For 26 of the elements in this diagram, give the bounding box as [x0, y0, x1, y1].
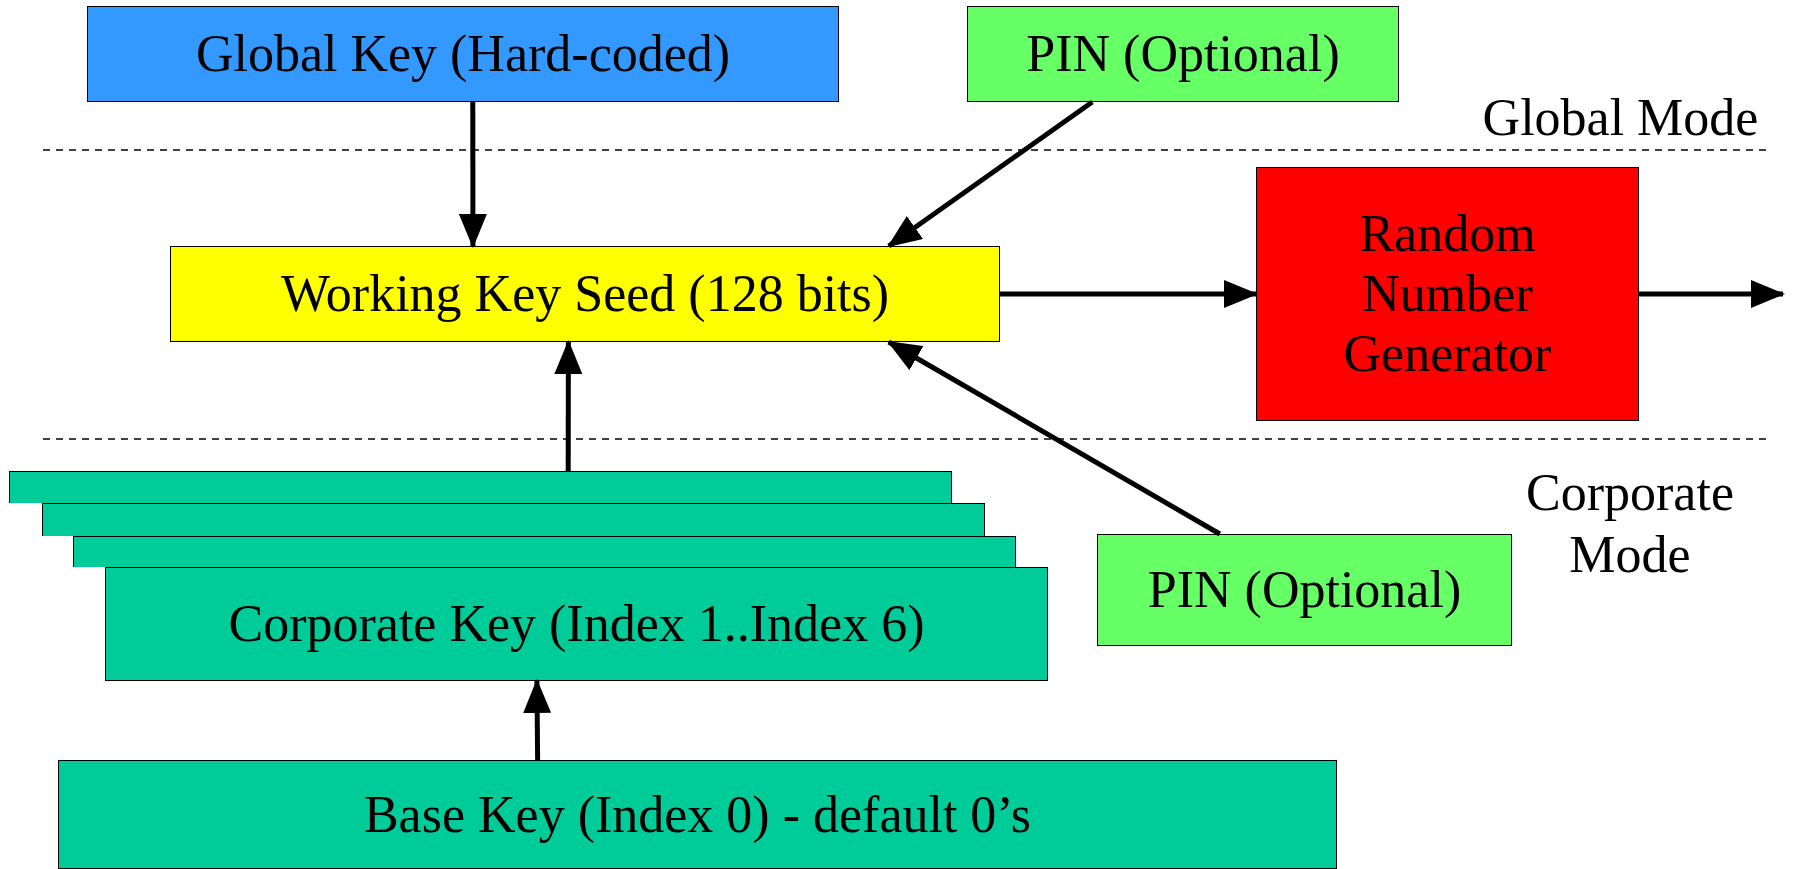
box-label: Random Number Generator: [1342, 204, 1553, 384]
mode-label: Global Mode: [1481, 88, 1760, 148]
generator-box: [1256, 167, 1639, 421]
arrow: [554, 340, 583, 471]
key-box: [58, 760, 1337, 869]
box-label: PIN (Optional): [1146, 560, 1463, 620]
stacked-card: [73, 536, 1016, 567]
box-label: PIN (Optional): [1025, 24, 1341, 84]
key-box: [105, 567, 1048, 681]
box-label: Working Key Seed (128 bits): [279, 264, 891, 324]
arrow: [458, 102, 487, 248]
input-box: [1097, 534, 1512, 646]
arrow: [887, 99, 1094, 249]
input-box: [967, 6, 1399, 102]
arrow: [1639, 280, 1785, 308]
stacked-card: [9, 471, 952, 503]
box-label: Global Key (Hard-coded): [194, 24, 732, 84]
key-box: [87, 6, 839, 102]
stacked-card: [42, 503, 985, 536]
box-label: Corporate Key (Index 1..Index 6): [227, 594, 926, 654]
box-label: Base Key (Index 0) - default 0’s: [362, 784, 1033, 845]
key-box: [170, 246, 1000, 342]
arrow: [1000, 280, 1258, 308]
arrow: [887, 339, 1222, 537]
arrow: [523, 679, 552, 761]
mode-label: Corporate Mode: [1525, 463, 1735, 586]
